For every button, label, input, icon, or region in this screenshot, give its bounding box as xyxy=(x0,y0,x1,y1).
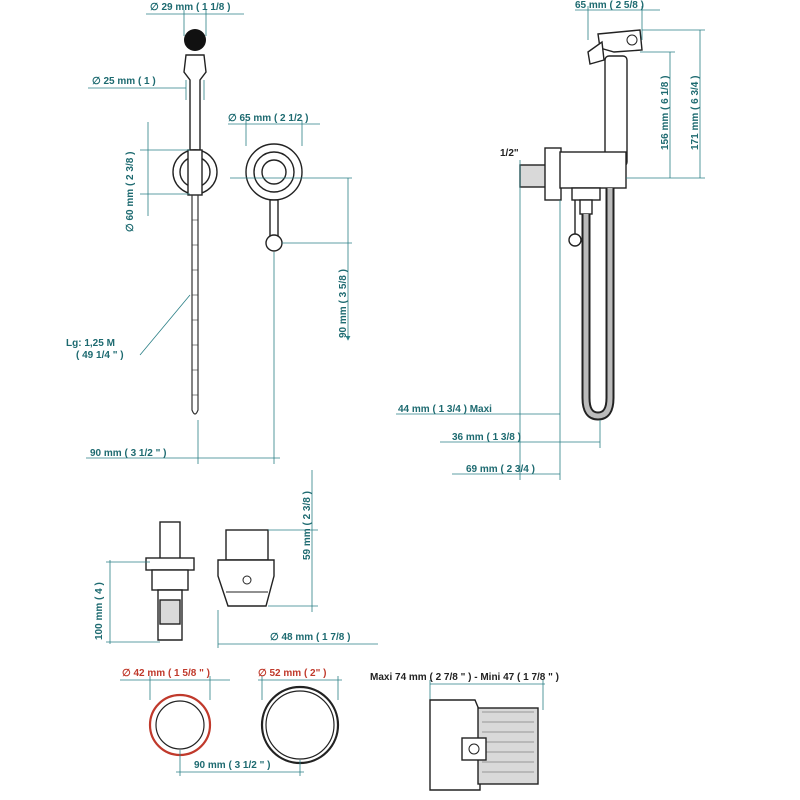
dim-60: ∅ 60 mm ( 2 3/8 ) xyxy=(125,152,136,232)
dim-100: 100 mm ( 4 ) xyxy=(94,582,105,640)
dim-59: 59 mm ( 2 3/8 ) xyxy=(302,491,313,560)
dim-69: 69 mm ( 2 3/4 ) xyxy=(466,464,535,475)
dim-65-side: 65 mm ( 2 5/8 ) xyxy=(575,0,644,11)
valve-lever-side xyxy=(568,233,582,247)
hose xyxy=(191,195,199,415)
dim-36: 36 mm ( 1 3/8 ) xyxy=(452,432,521,443)
shower-handle-side xyxy=(604,55,628,167)
dim-90-width: 90 mm ( 3 1/2 " ) xyxy=(90,448,166,459)
dim-156: 156 mm ( 6 1/8 ) xyxy=(660,76,671,150)
dimension-lines-middle xyxy=(106,470,378,648)
shower-head-knob xyxy=(184,29,206,51)
dim-thread: 1/2" xyxy=(500,148,519,159)
dimension-lines-top-right xyxy=(396,6,705,480)
dim-25: ∅ 25 mm ( 1 ) xyxy=(92,76,156,87)
dim-90-bottom: 90 mm ( 3 1/2 " ) xyxy=(194,760,270,771)
valve-front-view xyxy=(245,143,303,252)
dim-48: ∅ 48 mm ( 1 7/8 ) xyxy=(270,632,350,643)
dim-29: ∅ 29 mm ( 1 1/8 ) xyxy=(150,2,230,13)
valve-lever-ball xyxy=(265,234,283,252)
valve-body-side-view xyxy=(217,529,275,607)
dim-52: ∅ 52 mm ( 2" ) xyxy=(258,668,326,679)
dimension-lines-bottom xyxy=(120,676,545,776)
cartridge-side-view xyxy=(145,521,195,641)
small-rosette xyxy=(148,693,212,757)
dim-maxi-mini: Maxi 74 mm ( 2 7/8 " ) - Mini 47 ( 1 7/8… xyxy=(370,672,559,683)
hand-shower-front-view xyxy=(172,29,218,415)
dim-171: 171 mm ( 6 3/4 ) xyxy=(690,76,701,150)
dim-42: ∅ 42 mm ( 1 5/8 " ) xyxy=(122,668,210,679)
large-rosette xyxy=(260,685,340,765)
dim-90-height: 90 mm ( 3 5/8 ) xyxy=(338,269,349,338)
dim-lg-inch: ( 49 1/4 " ) xyxy=(76,350,124,361)
dim-65: ∅ 65 mm ( 2 1/2 ) xyxy=(228,113,308,124)
wall-plate xyxy=(544,147,562,201)
dim-44: 44 mm ( 1 3/4 ) Maxi xyxy=(398,404,492,415)
valve-body-section xyxy=(429,699,539,791)
dim-lg-length: Lg: 1,25 M xyxy=(66,338,115,349)
hand-shower-side-view xyxy=(519,29,643,421)
dimension-lines-top-left xyxy=(86,10,352,464)
shower-handle xyxy=(183,54,207,151)
hose-loop xyxy=(581,188,615,421)
